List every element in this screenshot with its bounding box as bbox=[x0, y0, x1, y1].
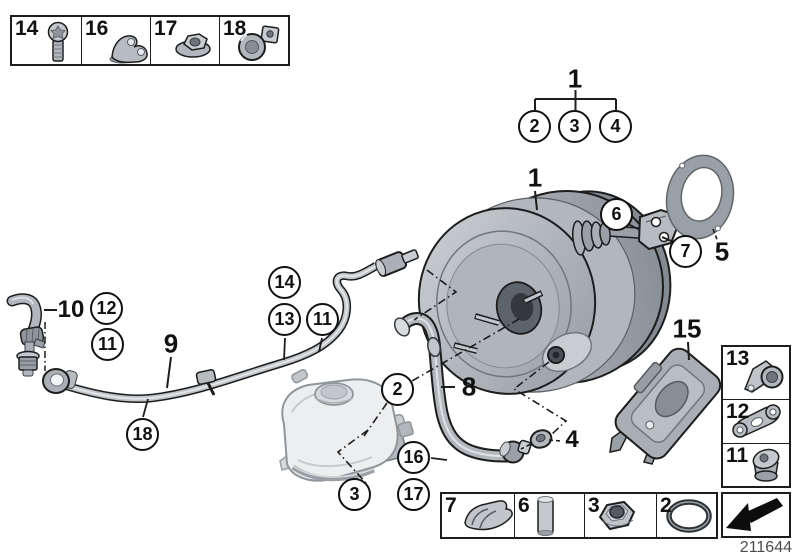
callout-circle-12-left[interactable]: 12 bbox=[90, 292, 123, 325]
assembly-direction-arrow-icon bbox=[726, 498, 783, 531]
clamp-with-nut-icon bbox=[744, 360, 784, 393]
callout-circle-2-mid[interactable]: 2 bbox=[381, 373, 414, 406]
hex-nut-icon bbox=[598, 500, 636, 531]
callout-circle-11-mid[interactable]: 11 bbox=[306, 303, 339, 336]
callout-circle-16[interactable]: 16 bbox=[397, 441, 430, 474]
callout-circle-3-tree[interactable]: 3 bbox=[558, 110, 591, 143]
part-number-label: 14 bbox=[15, 17, 39, 40]
support-bracket-drawing bbox=[609, 347, 722, 465]
tab-plate-icon bbox=[732, 404, 781, 438]
part-number-label: 17 bbox=[154, 17, 178, 40]
flange-nut-icon bbox=[175, 33, 211, 58]
callout-circle-11-left[interactable]: 11 bbox=[91, 328, 124, 361]
legend-cell-3[interactable]: 3 bbox=[584, 494, 656, 537]
legend-cell-14[interactable]: 14 bbox=[12, 17, 81, 64]
part-number-label: 11 bbox=[726, 444, 749, 467]
callout-circle-3-mid[interactable]: 3 bbox=[338, 478, 371, 511]
legend-cell-18[interactable]: 18 bbox=[219, 17, 288, 64]
callout-label-15-bracket[interactable]: 15 bbox=[672, 313, 702, 344]
holder-grommet-icon bbox=[238, 25, 280, 61]
clevis-pin-icon bbox=[537, 496, 554, 536]
pipe-connector bbox=[375, 249, 419, 277]
pipe-holder-icon bbox=[752, 448, 780, 482]
legend-cell-11[interactable]: 11 bbox=[723, 443, 789, 486]
drawing-number: 211644 bbox=[739, 539, 792, 556]
part-number-label: 7 bbox=[445, 494, 457, 517]
callout-circle-18-left[interactable]: 18 bbox=[126, 418, 159, 451]
part-number-label: 3 bbox=[588, 494, 600, 517]
fastener-legend-box-bottom: 7 6 3 2 bbox=[440, 492, 718, 539]
legend-cell-17[interactable]: 17 bbox=[150, 17, 219, 64]
vacuum-pipe-drawing bbox=[42, 249, 419, 403]
part-number-label: 16 bbox=[85, 17, 109, 40]
callout-circle-17[interactable]: 17 bbox=[397, 478, 430, 511]
brake-booster-drawing bbox=[417, 189, 679, 395]
part-number-label: 13 bbox=[726, 347, 750, 370]
callout-circle-6[interactable]: 6 bbox=[600, 198, 633, 231]
grommet-drawing bbox=[529, 429, 553, 449]
callout-label-1-tree[interactable]: 1 bbox=[567, 63, 583, 94]
legend-cell-2[interactable]: 2 bbox=[656, 494, 716, 537]
legend-cell-7[interactable]: 7 bbox=[442, 494, 514, 537]
part-number-label: 6 bbox=[518, 494, 530, 517]
callout-label-8-hose[interactable]: 8 bbox=[461, 371, 477, 402]
callout-label-9-pipe[interactable]: 9 bbox=[163, 328, 179, 359]
torx-screw-icon bbox=[47, 21, 69, 62]
callout-label-1-booster[interactable]: 1 bbox=[527, 162, 543, 193]
callout-label-5-gasket[interactable]: 5 bbox=[714, 236, 730, 267]
direction-arrow-box bbox=[721, 492, 791, 538]
callout-circle-14-mid[interactable]: 14 bbox=[268, 266, 301, 299]
legend-cell-6[interactable]: 6 bbox=[514, 494, 584, 537]
part-number-label: 12 bbox=[726, 400, 750, 423]
callout-label-10-hose[interactable]: 10 bbox=[57, 296, 85, 323]
callout-circle-7[interactable]: 7 bbox=[669, 235, 702, 268]
leader-lines bbox=[44, 90, 719, 484]
callout-circle-13-mid[interactable]: 13 bbox=[268, 303, 301, 336]
legend-cell-16[interactable]: 16 bbox=[81, 17, 150, 64]
callout-circle-4-tree[interactable]: 4 bbox=[599, 110, 632, 143]
pipe-clamp-icon bbox=[109, 35, 148, 64]
o-ring-icon bbox=[666, 499, 712, 533]
callout-label-4-grommet[interactable]: 4 bbox=[565, 426, 579, 453]
gasket-drawing bbox=[665, 154, 735, 240]
spring-clip-icon bbox=[464, 500, 513, 531]
fastener-legend-box-side: 13 12 11 bbox=[721, 345, 791, 488]
elbow-hose-drawing bbox=[6, 293, 46, 377]
part-number-label: 2 bbox=[660, 494, 672, 517]
vacuum-hose-drawing bbox=[393, 312, 532, 464]
callout-circle-2-tree[interactable]: 2 bbox=[518, 110, 551, 143]
legend-cell-12[interactable]: 12 bbox=[723, 399, 789, 443]
legend-cell-13[interactable]: 13 bbox=[723, 347, 789, 399]
fastener-legend-box-top: 14 16 17 18 bbox=[10, 15, 290, 66]
part-number-label: 18 bbox=[223, 17, 247, 40]
fluid-reservoir-drawing bbox=[279, 369, 414, 482]
